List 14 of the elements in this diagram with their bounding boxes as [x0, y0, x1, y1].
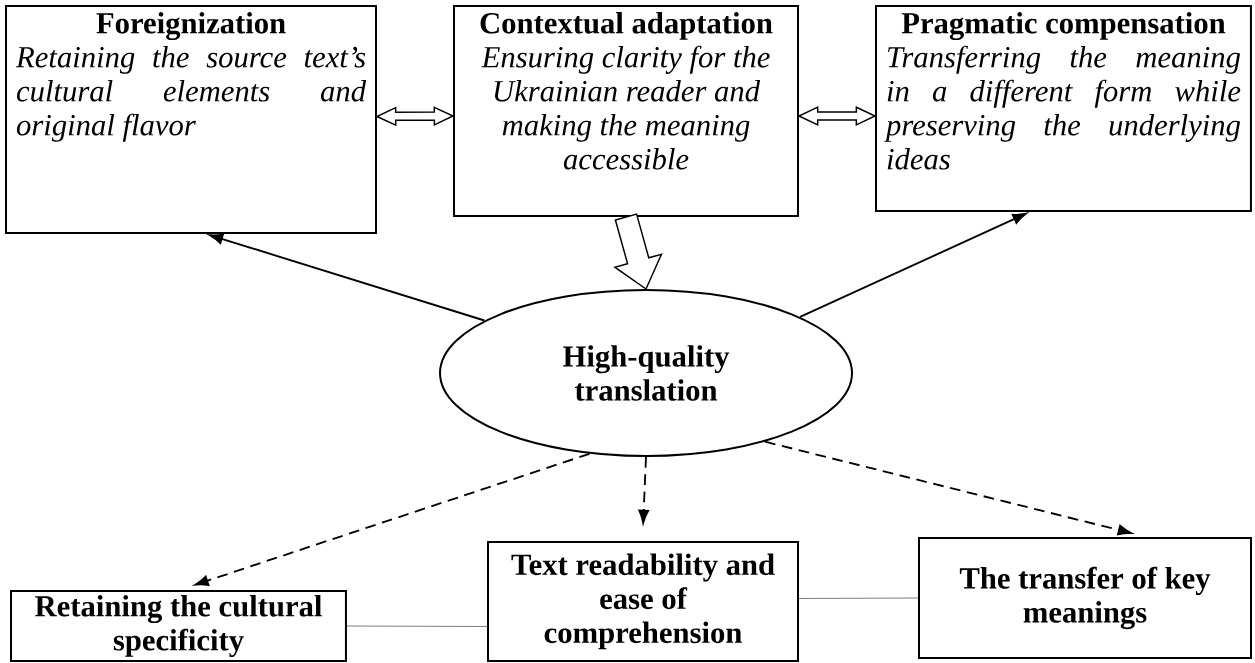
arrow — [194, 452, 591, 586]
connector-line — [798, 597, 919, 599]
process-box: Contextual adaptation Ensuring clarity for the Ukrainian reader and making the meaning accessible — [453, 5, 799, 217]
process-box: The transfer of key meanings — [918, 537, 1252, 659]
arrow — [799, 212, 1027, 318]
arrow — [209, 233, 486, 322]
process-box: Text readability and ease of comprehension — [487, 541, 799, 662]
process-box: Retaining the cultural specificity — [10, 590, 347, 662]
arrow — [638, 456, 650, 524]
connector-line — [346, 625, 488, 627]
process-box: Pragmatic compensation Transferring the meaning in a different form while preserving the underlying ideas — [875, 5, 1252, 213]
process-box: Foreignization Retaining the source text’s cultural elements and original flavor — [5, 5, 377, 234]
arrow — [764, 440, 1132, 536]
block-arrow — [613, 213, 663, 291]
